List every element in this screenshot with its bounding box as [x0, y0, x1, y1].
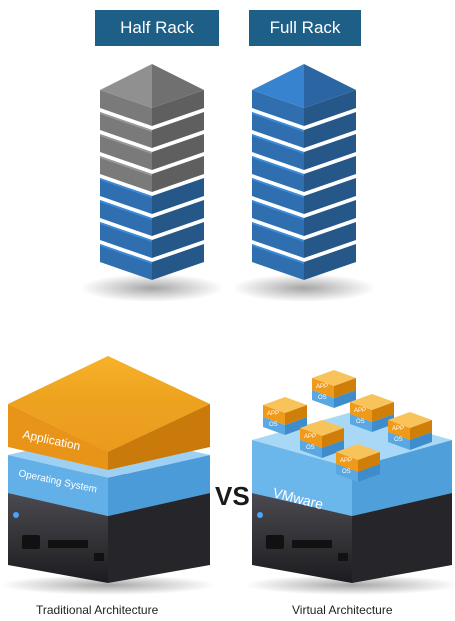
- half-rack-unit: [100, 222, 204, 258]
- full-rack-stack: [252, 64, 356, 280]
- vs-label: VS: [215, 481, 250, 511]
- virtual-architecture-caption: Virtual Architecture: [292, 603, 393, 617]
- full-rack-unit: [252, 134, 356, 170]
- full-rack-unit: [252, 244, 356, 280]
- vm-cube: APP OS: [336, 444, 380, 482]
- half-rack-stack: [100, 64, 204, 280]
- vm-cube: APP OS: [312, 370, 356, 408]
- half-rack-unit: [100, 64, 204, 126]
- half-rack-label: Half Rack: [95, 10, 219, 46]
- vm-cube: APP OS: [388, 412, 432, 450]
- vm-app-label: APP: [316, 384, 328, 390]
- vm-os-label: OS: [306, 445, 315, 451]
- vm-os-label: OS: [394, 437, 403, 443]
- full-rack-unit: [252, 64, 356, 126]
- half-rack-shadow: [80, 274, 224, 302]
- vm-app-label: APP: [392, 426, 404, 432]
- traditional-application-layer: [8, 356, 210, 470]
- vm-app-label: APP: [354, 408, 366, 414]
- vm-cube: APP OS: [263, 397, 307, 435]
- half-rack-unit: [100, 200, 204, 236]
- full-rack-unit: [252, 156, 356, 192]
- full-rack-shadow: [232, 274, 376, 302]
- full-rack-unit: [252, 178, 356, 214]
- virtual-machines: APP OS APP OS APP OS APP OS APP OS APP OS: [263, 370, 432, 482]
- half-rack-unit: [100, 156, 204, 192]
- vm-app-label: APP: [304, 434, 316, 440]
- vm-cube: APP OS: [350, 394, 394, 432]
- half-rack-unit: [100, 112, 204, 148]
- vm-os-label: OS: [269, 422, 278, 428]
- full-rack-unit: [252, 200, 356, 236]
- full-rack-unit: [252, 222, 356, 258]
- vm-cube: APP OS: [300, 420, 344, 458]
- half-rack-unit: [100, 244, 204, 280]
- vm-os-label: OS: [318, 395, 327, 401]
- half-rack-unit: [100, 134, 204, 170]
- traditional-architecture-caption: Traditional Architecture: [36, 603, 159, 617]
- vm-os-label: OS: [342, 469, 351, 475]
- full-rack-label: Full Rack: [249, 10, 361, 46]
- vm-os-label: OS: [356, 419, 365, 425]
- full-rack-unit: [252, 112, 356, 148]
- half-rack-unit: [100, 178, 204, 214]
- vm-app-label: APP: [267, 411, 279, 417]
- vm-app-label: APP: [340, 458, 352, 464]
